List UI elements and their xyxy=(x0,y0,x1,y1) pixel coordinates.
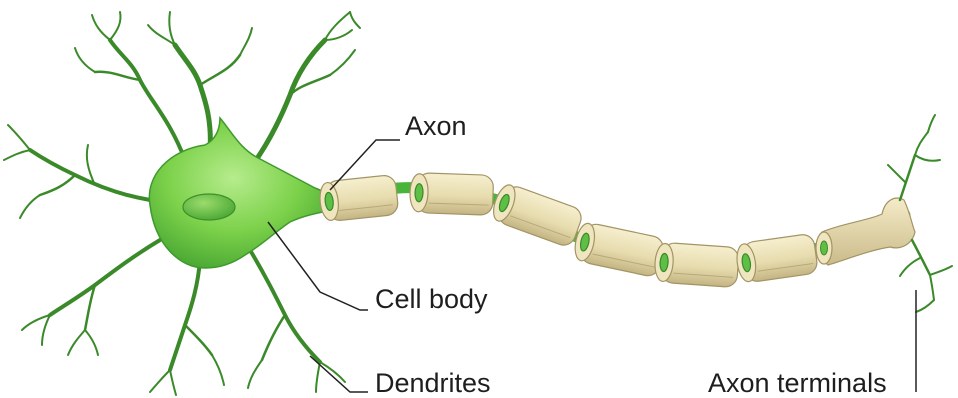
axon-label: Axon xyxy=(405,113,467,140)
axon-terminal-bulb xyxy=(816,198,915,265)
cell-body-leader xyxy=(268,222,368,310)
axon-terminals-label: Axon terminals xyxy=(708,370,887,397)
nucleus xyxy=(183,194,235,220)
dendrites-label: Dendrites xyxy=(375,370,491,397)
cell-body-label: Cell body xyxy=(375,286,488,313)
myelin-sheath xyxy=(318,172,818,287)
